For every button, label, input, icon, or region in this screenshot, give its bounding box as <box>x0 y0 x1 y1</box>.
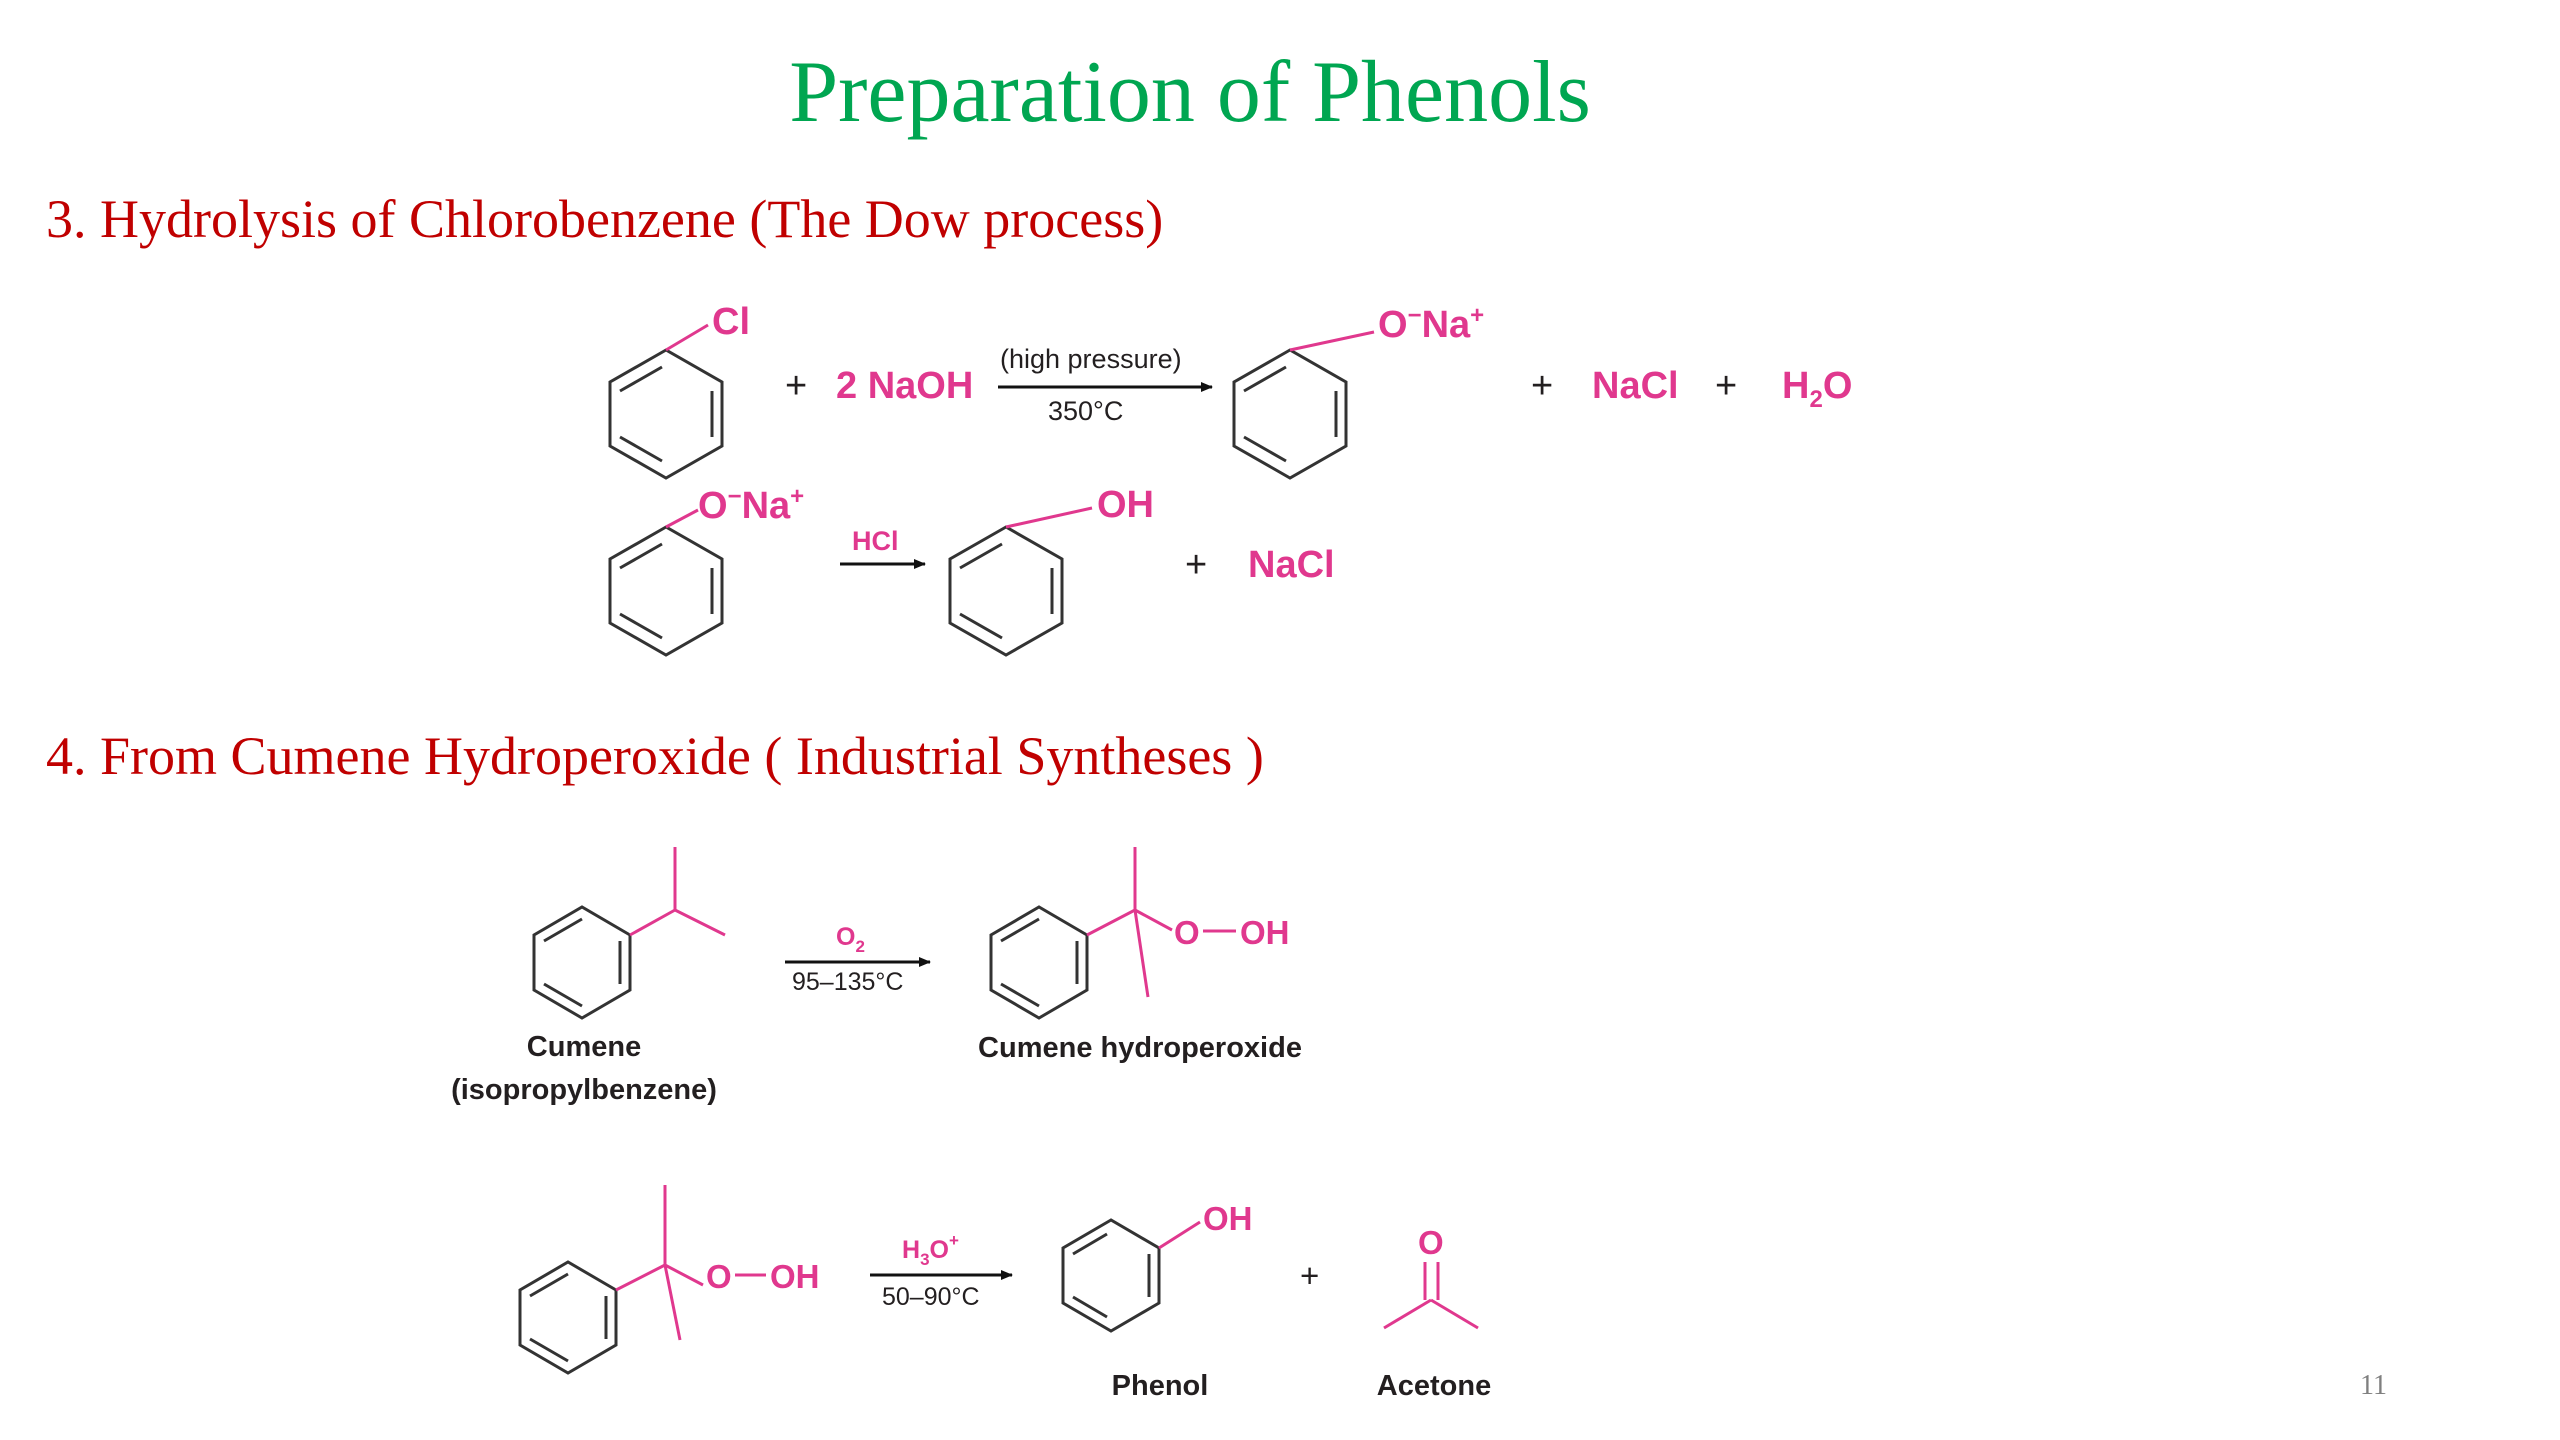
chloro-substituent: Cl <box>712 301 750 343</box>
acetone-structure: O <box>1383 1224 1479 1330</box>
sodium-label: Na <box>742 485 791 527</box>
oxygen-reagent: O <box>836 923 855 951</box>
chlorobenzene-structure: Cl <box>608 301 750 480</box>
plus-sign: + <box>1531 365 1553 407</box>
cumene-oxidation: Cumene (isopropylbenzene) O2 95–135°C O … <box>451 847 1302 1106</box>
hydroperoxide-cleavage: O OH H3O+ 50–90°C OH + O Phenol Acetone <box>518 1185 1491 1402</box>
sodium-label: Na <box>1422 304 1471 346</box>
oxygen-label: O <box>1378 304 1408 346</box>
cumene-hydroperoxide-label: Cumene hydroperoxide <box>978 1032 1302 1064</box>
plus-sign: + <box>785 365 807 407</box>
hydroxyl-group: OH <box>770 1258 820 1295</box>
svg-text:O2: O2 <box>836 923 865 956</box>
oxygen-label: O <box>698 485 728 527</box>
phenol-structure: OH <box>948 484 1154 657</box>
hydronium-reagent: H3O+ <box>902 1231 959 1269</box>
page-number: 11 <box>2360 1370 2387 1401</box>
svg-text:O−Na+: O−Na+ <box>698 483 804 527</box>
phenol-hydroxyl: OH <box>1203 1200 1253 1237</box>
acetone-label: Acetone <box>1377 1370 1491 1402</box>
hydroxyl-group: OH <box>1097 484 1154 526</box>
reaction-arrow: HCl <box>840 526 926 569</box>
svg-text:O−Na+: O−Na+ <box>1378 302 1484 346</box>
dow-reaction-2: O−Na+ HCl OH + NaCl <box>608 483 1335 657</box>
section-3-heading: 3. Hydrolysis of Chlorobenzene (The Dow … <box>46 189 1164 249</box>
plus-sign: + <box>1300 1257 1319 1294</box>
cumene-label: Cumene <box>527 1031 641 1063</box>
reagent-hcl: HCl <box>852 526 899 556</box>
plus-sign: + <box>1185 544 1207 586</box>
arrow-condition-bottom: 350°C <box>1048 396 1123 426</box>
peroxide-oxygen: O <box>1174 914 1200 951</box>
arrow-condition-bottom: 50–90°C <box>882 1283 980 1311</box>
phenol-structure: OH <box>1061 1200 1253 1333</box>
reagent-naoh: 2 NaOH <box>836 365 973 407</box>
isopropylbenzene-label: (isopropylbenzene) <box>451 1074 717 1106</box>
dow-reaction-1: Cl + 2 NaOH (high pressure) 350°C O−Na+ … <box>608 301 1852 480</box>
byproduct-nacl: NaCl <box>1248 544 1335 586</box>
section-4-heading: 4. From Cumene Hydroperoxide ( Industria… <box>46 726 1264 786</box>
reaction-arrow: O2 95–135°C <box>785 923 931 996</box>
arrow-condition-top: (high pressure) <box>1000 344 1182 374</box>
sodium-phenoxide-structure: O−Na+ <box>1232 302 1484 480</box>
sodium-phenoxide-reactant: O−Na+ <box>608 483 804 657</box>
plus-sign: + <box>1715 365 1737 407</box>
reaction-arrow: H3O+ 50–90°C <box>870 1231 1013 1311</box>
peroxide-oxygen: O <box>706 1258 732 1295</box>
slide-title: Preparation of Phenols <box>789 44 1591 141</box>
cumene-hydroperoxide-reactant: O OH <box>518 1185 820 1375</box>
phenol-label: Phenol <box>1112 1370 1209 1402</box>
byproduct-water: H2O <box>1782 365 1852 413</box>
arrow-condition-bottom: 95–135°C <box>792 968 903 996</box>
reaction-arrow: (high pressure) 350°C <box>998 344 1213 426</box>
cumene-hydroperoxide-structure: O OH <box>989 847 1290 1020</box>
byproduct-nacl: NaCl <box>1592 365 1679 407</box>
hydroxyl-group: OH <box>1240 914 1290 951</box>
cumene-structure <box>532 847 726 1020</box>
carbonyl-oxygen: O <box>1418 1224 1444 1261</box>
